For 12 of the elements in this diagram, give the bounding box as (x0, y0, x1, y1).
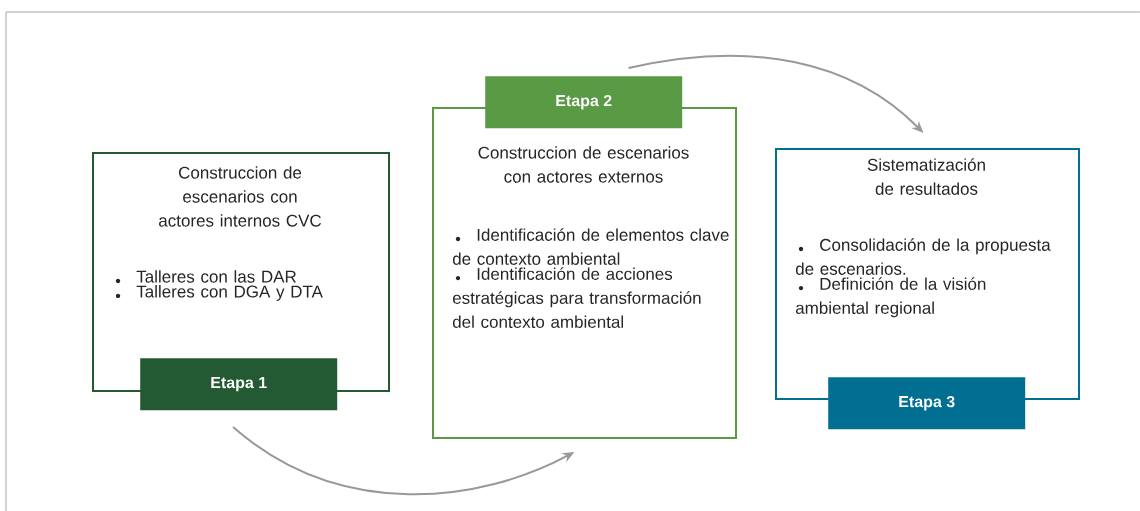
stage-tab: Etapa 3 (828, 377, 1026, 430)
stage-tab: Etapa 1 (140, 358, 338, 411)
bullet-item: Talleres con las DAR (115, 270, 296, 284)
bullet-item: Consolidación de la propuesta de escenarios. (795, 238, 1051, 275)
bullet-item: Talleres con DGA y DTA (115, 285, 323, 301)
stage-title: Construccion de escenarios con actores externos (478, 146, 689, 183)
bullet-item: Identificación de acciones estratégicas para transformación del contexto ambiental (452, 267, 701, 328)
stage-title: Construccion de escenarios con actores internos CVC (159, 166, 322, 227)
stage-tab: Etapa 2 (485, 76, 683, 129)
stage-title: Sistematización de resultados (867, 158, 985, 195)
bullet-item: Definición de la visión ambiental regional (795, 277, 986, 318)
bullet-item: Identificación de elementos clave de contexto ambiental (452, 228, 729, 265)
